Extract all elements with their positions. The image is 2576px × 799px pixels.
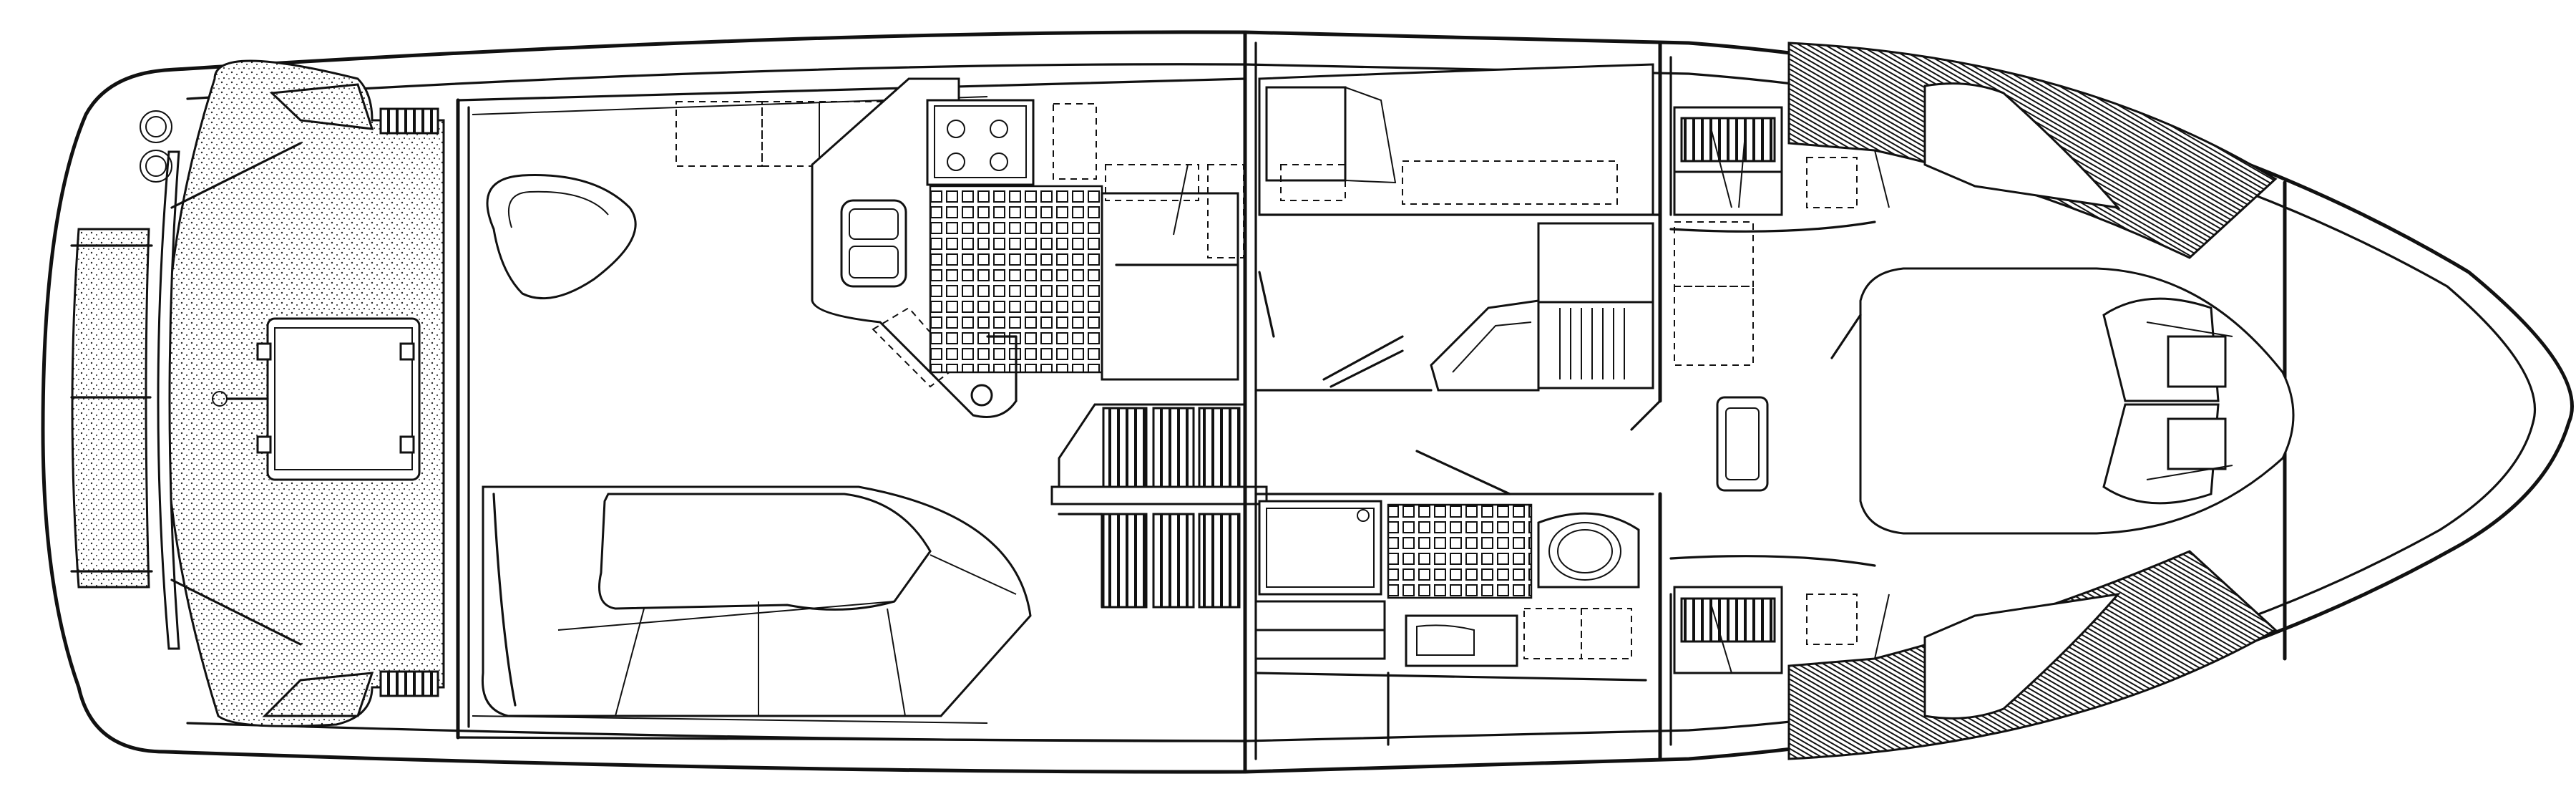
forward-shelves: [1674, 222, 1753, 365]
refrigerator-block: [1102, 165, 1244, 379]
galley-stove: [927, 100, 1033, 185]
forward-stateroom: [1671, 43, 2293, 759]
shower-stall: [1259, 501, 1381, 594]
vanity-bench: [1717, 397, 1767, 490]
hanging-lockers: [1674, 107, 1857, 673]
head-compartment: [1256, 451, 1653, 745]
berth-pillows: [2104, 299, 2233, 503]
step-bottom: [381, 672, 438, 696]
transom-seat: [72, 229, 149, 587]
guest-cabin: [1256, 64, 1660, 390]
salon-bulkhead: [458, 79, 1245, 741]
fender-ring: [140, 111, 172, 142]
v-berth: [1860, 268, 2293, 533]
lazarette-hatch: [268, 319, 419, 480]
burner: [990, 120, 1008, 137]
guest-bunk: [1259, 64, 1653, 215]
step-top: [381, 109, 438, 133]
shower-drain: [1357, 510, 1369, 521]
fender-ring: [140, 150, 172, 182]
galley-sink: [841, 200, 906, 286]
galley: [812, 79, 1109, 417]
cockpit: [72, 61, 444, 726]
head-sink: [1406, 616, 1517, 666]
burner: [990, 153, 1008, 170]
pillow: [1267, 87, 1345, 180]
burner: [947, 120, 965, 137]
salon-table: [600, 494, 931, 609]
center-cabinets: [1431, 223, 1653, 390]
galley-drain: [972, 385, 992, 405]
forward-bulkhead: [1631, 43, 1671, 759]
companionway-stairs: [1052, 405, 1267, 607]
head-floor: [1388, 505, 1531, 598]
salon-settee: [482, 487, 1030, 716]
burner: [947, 153, 965, 170]
toilet: [1538, 513, 1639, 587]
drawer-stack: [1560, 308, 1624, 379]
overhead-storage: [676, 102, 898, 166]
mid-bulkhead: [1245, 32, 1256, 772]
